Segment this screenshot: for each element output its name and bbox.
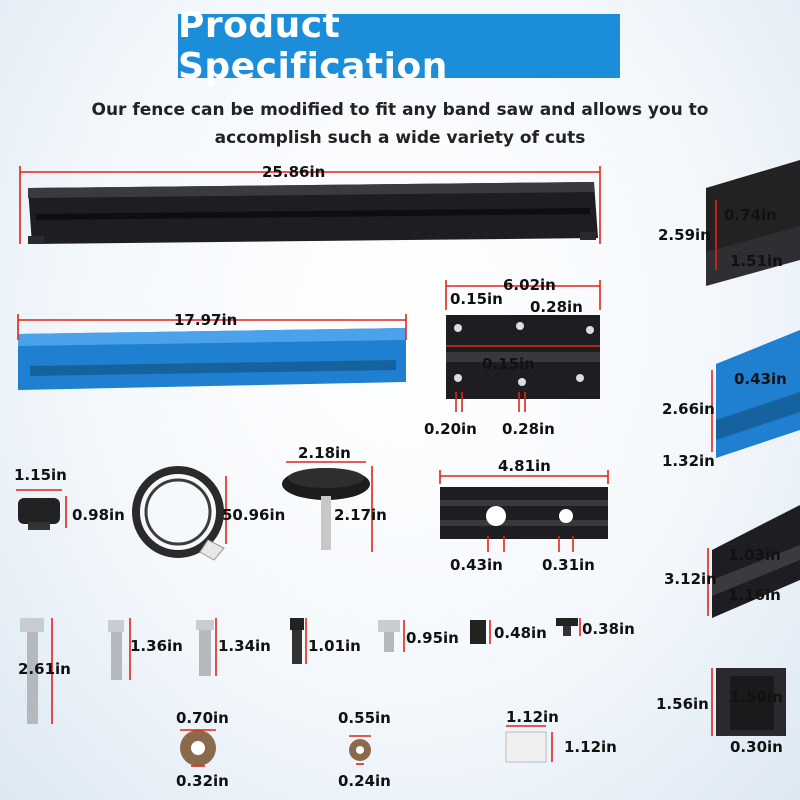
small-knob-height-label: 0.98in — [72, 506, 125, 524]
plate-mid-label: 0.15in — [482, 355, 535, 373]
bolt-7-length-label: 0.38in — [582, 620, 635, 638]
profile-3-top-label: 1.03in — [728, 546, 781, 564]
profile-2-top-label: 0.43in — [734, 370, 787, 388]
bolt-2-length-label: 1.36in — [130, 637, 183, 655]
knob-height-label: 2.17in — [334, 506, 387, 524]
cube-height-label: 1.12in — [564, 738, 617, 756]
bracket-hole-b-label: 0.31in — [542, 556, 595, 574]
blue-rail-length-label: 17.97in — [174, 311, 238, 329]
tape-length-label: 50.96in — [222, 506, 286, 524]
small-knob-width-label: 1.15in — [14, 466, 67, 484]
title-banner: Product Specification — [178, 5, 620, 87]
bracket-width-label: 4.81in — [498, 457, 551, 475]
plate-bottom-a-label: 0.20in — [424, 420, 477, 438]
subtitle-line-2: accomplish such a wide variety of cuts — [214, 128, 586, 148]
washer-2-inner-label: 0.24in — [338, 772, 391, 790]
knob-width-label: 2.18in — [298, 444, 351, 462]
bolt-4-length-label: 1.01in — [308, 637, 361, 655]
bolt-3-length-label: 1.34in — [218, 637, 271, 655]
profile-4-height-label: 1.56in — [656, 695, 709, 713]
bolt-1-length-label: 2.61in — [18, 660, 71, 678]
black-rail-length-label: 25.86in — [262, 163, 326, 181]
plate-bottom-b-label: 0.28in — [502, 420, 555, 438]
subtitle: Our fence can be modified to fit any ban… — [40, 96, 760, 152]
washer-1-inner-label: 0.32in — [176, 772, 229, 790]
plate-hole-b-label: 0.28in — [530, 298, 583, 316]
profile-2-height-label: 2.66in — [662, 400, 715, 418]
profile-1-height-label: 2.59in — [658, 226, 711, 244]
plate-width-label: 6.02in — [503, 276, 556, 294]
profile-4-bottom-label: 0.30in — [730, 738, 783, 756]
page-title: Product Specification — [178, 5, 448, 87]
bolt-6-length-label: 0.48in — [494, 624, 547, 642]
washer-2-outer-label: 0.55in — [338, 709, 391, 727]
profile-3-height-label: 3.12in — [664, 570, 717, 588]
profile-1-top-label: 0.74in — [724, 206, 777, 224]
profile-1-bottom-label: 1.51in — [730, 252, 783, 270]
profile-4-mid-label: 1.50in — [730, 688, 783, 706]
washer-1-outer-label: 0.70in — [176, 709, 229, 727]
profile-3-bottom-label: 1.16in — [728, 586, 781, 604]
bolt-5-length-label: 0.95in — [406, 629, 459, 647]
subtitle-line-1: Our fence can be modified to fit any ban… — [91, 100, 709, 120]
profile-2-bottom-label: 1.32in — [662, 452, 715, 470]
bracket-hole-a-label: 0.43in — [450, 556, 503, 574]
cube-width-label: 1.12in — [506, 708, 559, 726]
plate-hole-a-label: 0.15in — [450, 290, 503, 308]
